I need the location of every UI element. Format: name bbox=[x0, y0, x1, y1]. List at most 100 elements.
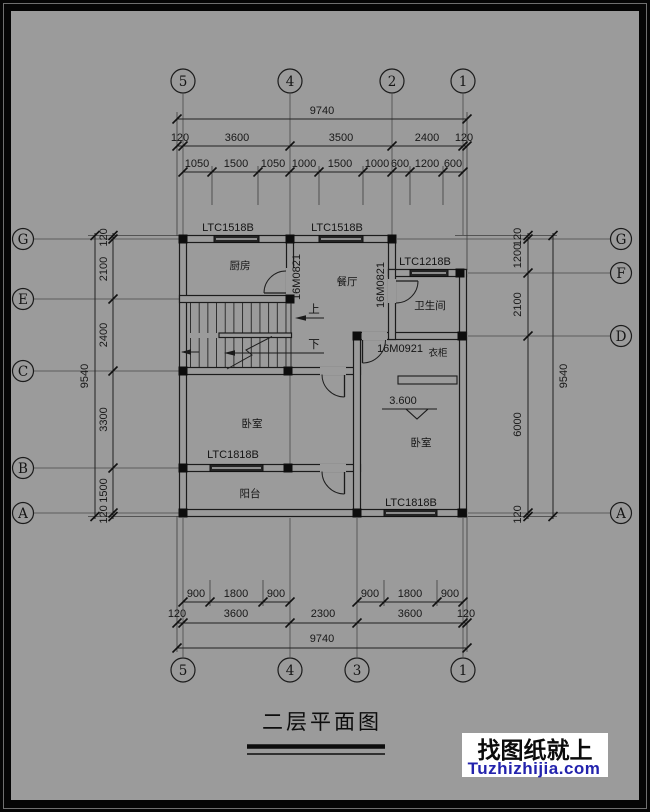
axis-bubble bbox=[11, 227, 35, 251]
axis-label-top-5: 5 bbox=[179, 74, 188, 90]
dim-bottom-detail: 900 bbox=[441, 588, 459, 600]
axis-bubbles-right: G F D A bbox=[609, 227, 633, 525]
dim-bottom-detail: 900 bbox=[267, 588, 285, 600]
dims-left: 120 2100 2400 3300 1500 120 9540 bbox=[79, 228, 110, 523]
room-labels: 厨房 餐厅 卫生间 衣柜 卧室 卧室 阳台 上 下 3.600 bbox=[230, 259, 448, 500]
axis-label-left-A: A bbox=[17, 506, 28, 522]
dim-top-bay: 120 bbox=[455, 132, 473, 144]
room-label-bedroom-left: 卧室 bbox=[242, 417, 263, 430]
dim-top-detail: 1200 bbox=[415, 158, 439, 170]
axis-bubble bbox=[11, 501, 35, 525]
dim-top-bay: 3500 bbox=[329, 132, 353, 144]
dim-top-detail: 600 bbox=[444, 158, 462, 170]
axis-label-bottom-5: 5 bbox=[179, 663, 188, 679]
dim-bottom-detail: 900 bbox=[187, 588, 205, 600]
axis-label-left-B: B bbox=[18, 461, 28, 477]
dim-top-detail: 1000 bbox=[365, 158, 389, 170]
axis-label-left-G: G bbox=[18, 232, 29, 248]
axis-bubbles-top: 5 4 2 1 bbox=[170, 68, 476, 94]
dim-left-bay: 3300 bbox=[98, 407, 110, 431]
axis-label-bottom-4: 4 bbox=[286, 663, 295, 679]
dim-bottom-bay: 3600 bbox=[224, 608, 248, 620]
dim-top-detail: 1000 bbox=[292, 158, 316, 170]
drawing-canvas bbox=[11, 11, 639, 800]
dim-top-detail: 1050 bbox=[261, 158, 285, 170]
axis-label-top-1: 1 bbox=[459, 74, 468, 90]
door-tag-bathroom: 16M0821 bbox=[375, 262, 387, 308]
dim-left-bay: 2400 bbox=[98, 323, 110, 347]
stair-down-label: 下 bbox=[308, 337, 320, 351]
windows bbox=[209, 235, 449, 517]
grid-lines bbox=[34, 94, 610, 657]
axis-bubble bbox=[450, 657, 476, 683]
dim-top-detail: 1500 bbox=[328, 158, 352, 170]
axis-bubble bbox=[170, 68, 196, 94]
axis-bubble bbox=[277, 657, 303, 683]
dims-bottom: 900 1800 900 900 1800 900 120 3600 2300 … bbox=[168, 588, 475, 645]
dim-top-bay: 3600 bbox=[225, 132, 249, 144]
axis-label-bottom-1: 1 bbox=[459, 663, 468, 679]
dim-bottom-bay: 120 bbox=[457, 608, 475, 620]
watermark[interactable]: 找图纸就上 Tuzhizhijia.com bbox=[462, 733, 608, 778]
watermark-box bbox=[462, 733, 608, 777]
dim-right-overall: 9540 bbox=[558, 364, 570, 388]
axis-label-right-G: G bbox=[616, 232, 627, 248]
axis-label-right-A: A bbox=[615, 506, 626, 522]
axis-bubble bbox=[11, 287, 35, 311]
axis-bubble bbox=[609, 324, 633, 348]
dim-right-bay: 1200 bbox=[512, 244, 524, 268]
stair-up-label: 上 bbox=[308, 302, 320, 316]
room-label-bathroom: 卫生间 bbox=[414, 299, 446, 312]
staircase bbox=[181, 303, 324, 370]
dim-bottom-bay: 3600 bbox=[398, 608, 422, 620]
watermark-site-link[interactable]: Tuzhizhijia.com bbox=[468, 759, 601, 778]
dim-bottom-bay: 120 bbox=[168, 608, 186, 620]
dim-left-overall: 9540 bbox=[79, 364, 91, 388]
room-label-closet: 衣柜 bbox=[428, 347, 448, 359]
furniture bbox=[382, 375, 458, 420]
dim-bottom-detail: 1800 bbox=[398, 588, 422, 600]
window-tag-bedroom: LTC1818B bbox=[385, 497, 437, 509]
door-tag-kitchen: 16M0821 bbox=[291, 254, 303, 300]
lintel-tag: LTC1518B bbox=[311, 222, 363, 234]
axis-bubbles-bottom: 5 4 3 1 bbox=[170, 657, 476, 683]
axis-label-right-D: D bbox=[616, 329, 627, 345]
room-label-bedroom-right: 卧室 bbox=[411, 436, 432, 449]
axis-bubbles-left: G E C B A bbox=[11, 227, 35, 525]
dim-right-bay: 2100 bbox=[512, 292, 524, 316]
axis-bubble bbox=[609, 261, 633, 285]
door-tag-bedroom: 16M0921 bbox=[377, 343, 423, 355]
axis-bubble bbox=[11, 359, 35, 383]
dim-top-bay: 120 bbox=[171, 132, 189, 144]
dimension-lines bbox=[94, 118, 554, 649]
axis-bubble bbox=[170, 657, 196, 683]
drawing-title: 二层平面图 bbox=[247, 710, 385, 755]
dim-top-detail: 1050 bbox=[185, 158, 209, 170]
window-tag-balcony: LTC1818B bbox=[207, 449, 259, 461]
dim-left-bay: 120 bbox=[98, 228, 110, 246]
axis-bubble bbox=[609, 501, 633, 525]
dim-top-detail: 600 bbox=[391, 158, 409, 170]
doors bbox=[263, 270, 419, 495]
dim-left-bay: 120 bbox=[98, 505, 110, 523]
dims-top: 9740 120 3600 3500 2400 120 1050 1500 10… bbox=[171, 105, 473, 170]
component-tags: LTC1518B LTC1518B LTC1218B 16M0821 16M08… bbox=[202, 222, 451, 509]
dim-bottom-detail: 1800 bbox=[224, 588, 248, 600]
dim-bottom-bay: 2300 bbox=[311, 608, 335, 620]
dim-left-bay: 2100 bbox=[98, 257, 110, 281]
dim-top-overall: 9740 bbox=[310, 105, 334, 117]
axis-bubble bbox=[277, 68, 303, 94]
dim-bottom-overall: 9740 bbox=[310, 633, 334, 645]
axis-bubble bbox=[344, 657, 370, 683]
room-label-kitchen: 厨房 bbox=[230, 259, 251, 272]
axis-label-right-F: F bbox=[616, 266, 625, 282]
axis-bubble bbox=[609, 227, 633, 251]
dims-right: 120 1200 2100 6000 120 9540 bbox=[512, 228, 570, 524]
dimension-ticks bbox=[89, 113, 559, 654]
axis-label-left-E: E bbox=[18, 292, 28, 308]
dim-top-detail: 1500 bbox=[224, 158, 248, 170]
dim-top-bay: 2400 bbox=[415, 132, 439, 144]
